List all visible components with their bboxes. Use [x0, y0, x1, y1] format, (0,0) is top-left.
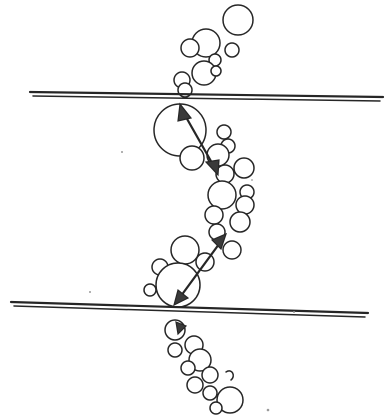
- chain-top-section: [174, 5, 253, 97]
- chain-bottom-section: [165, 320, 243, 414]
- upper-line: [30, 92, 383, 101]
- chain-middle-section: [144, 104, 254, 307]
